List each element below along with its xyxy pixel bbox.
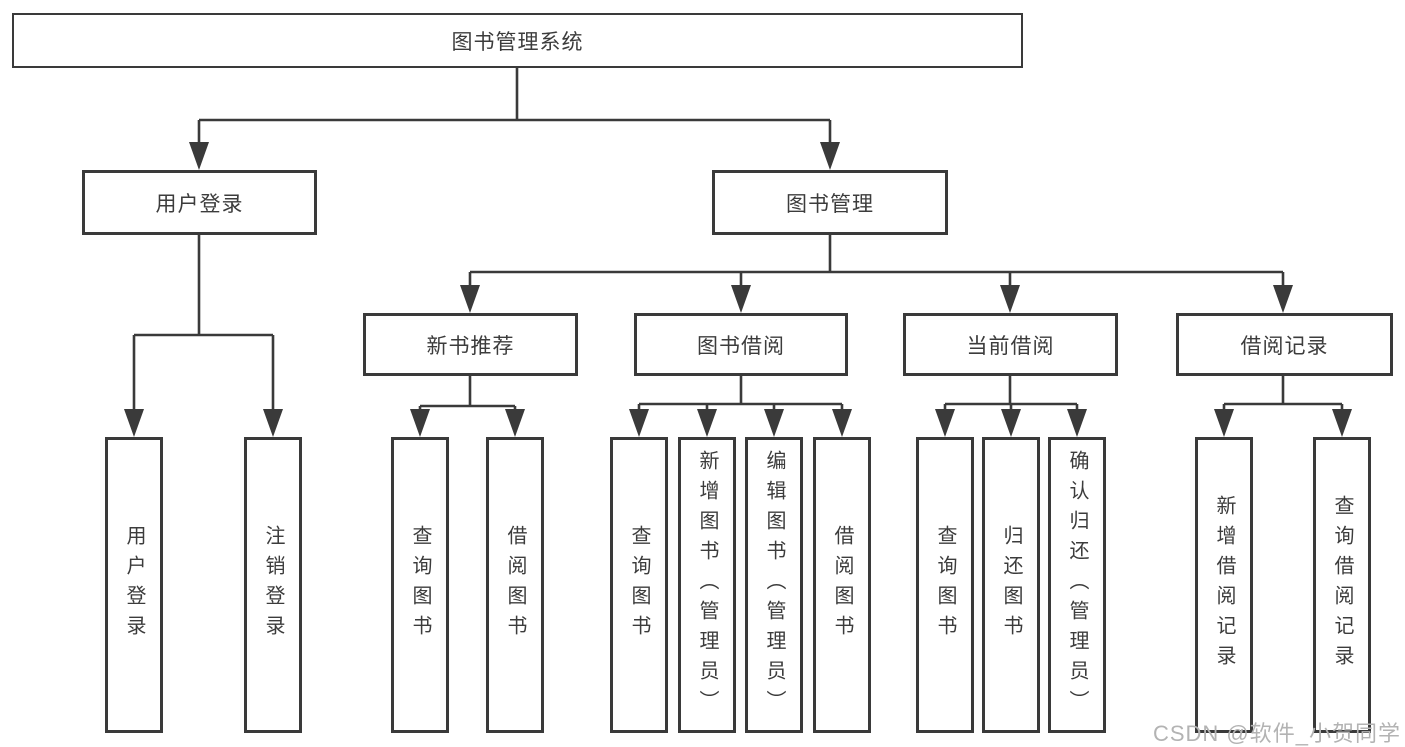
leaf-label: 确认归还（管理员） xyxy=(1066,450,1088,720)
leaf-label: 归还图书 xyxy=(1000,525,1022,645)
leaf-label: 查询图书 xyxy=(628,525,650,645)
node-new-book-recommend: 新书推荐 xyxy=(363,313,578,376)
node-label: 借阅记录 xyxy=(1240,334,1329,358)
leaf-query-books-1: 查询图书 xyxy=(391,437,449,733)
leaf-borrow-books-2: 借阅图书 xyxy=(813,437,871,733)
arrowheads xyxy=(124,142,1352,437)
leaf-query-books-3: 查询图书 xyxy=(916,437,974,733)
node-label: 用户登录 xyxy=(155,192,244,216)
leaf-query-borrow-record: 查询借阅记录 xyxy=(1313,437,1371,733)
node-book-borrowing: 图书借阅 xyxy=(634,313,848,376)
node-label: 图书借阅 xyxy=(697,334,785,358)
leaf-logout: 注销登录 xyxy=(244,437,302,733)
leaf-confirm-return-admin: 确认归还（管理员） xyxy=(1048,437,1106,733)
leaf-label: 注销登录 xyxy=(262,525,284,645)
leaf-user-login: 用户登录 xyxy=(105,437,163,733)
leaf-add-borrow-record: 新增借阅记录 xyxy=(1195,437,1253,733)
leaf-edit-books-admin: 编辑图书（管理员） xyxy=(745,437,803,733)
node-label: 图书管理 xyxy=(786,192,874,216)
leaf-label: 借阅图书 xyxy=(504,525,526,645)
leaf-label: 新增图书（管理员） xyxy=(696,450,718,720)
leaf-borrow-books-1: 借阅图书 xyxy=(486,437,544,733)
node-label: 当前借阅 xyxy=(966,334,1055,358)
leaf-add-books-admin: 新增图书（管理员） xyxy=(678,437,736,733)
node-current-borrowing: 当前借阅 xyxy=(903,313,1118,376)
leaf-query-books-2: 查询图书 xyxy=(610,437,668,733)
leaf-label: 查询借阅记录 xyxy=(1331,495,1353,675)
leaf-label: 查询图书 xyxy=(409,525,431,645)
leaf-label: 用户登录 xyxy=(123,525,145,645)
csdn-watermark: CSDN @软件_小贺同学 xyxy=(1152,721,1401,746)
node-label: 图书管理系统 xyxy=(451,30,584,54)
node-book-management: 图书管理 xyxy=(712,170,948,235)
leaf-return-books: 归还图书 xyxy=(982,437,1040,733)
leaf-label: 编辑图书（管理员） xyxy=(763,450,785,720)
node-library-system: 图书管理系统 xyxy=(12,13,1023,68)
node-label: 新书推荐 xyxy=(426,334,515,358)
node-borrowing-records: 借阅记录 xyxy=(1176,313,1393,376)
leaf-label: 新增借阅记录 xyxy=(1213,495,1235,675)
leaf-label: 查询图书 xyxy=(934,525,956,645)
leaf-label: 借阅图书 xyxy=(831,525,853,645)
node-user-login: 用户登录 xyxy=(82,170,317,235)
